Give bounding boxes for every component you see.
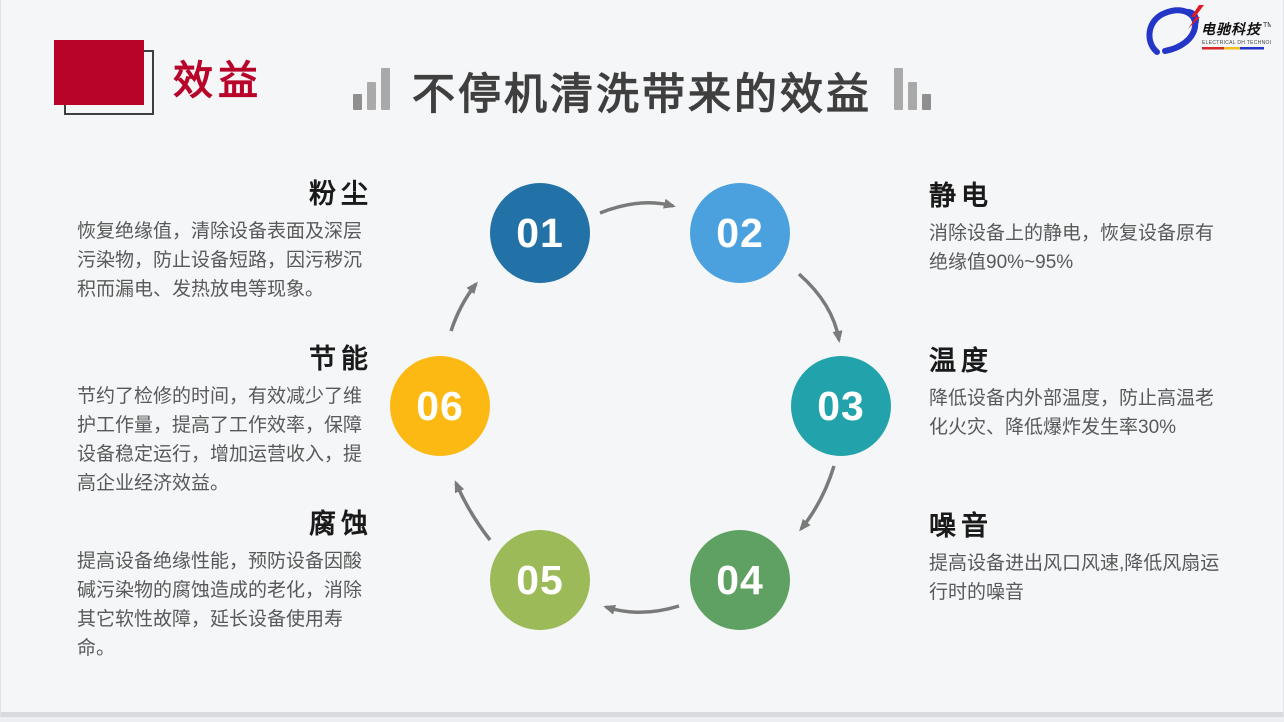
benefit-title: 腐蚀 — [309, 509, 373, 539]
company-logo: 电驰科技 TM ELECTRICAL DH TECHNOLOGY — [1143, 4, 1284, 60]
step-number: 06 — [416, 382, 464, 429]
benefit-energy-saving: 节能 节约了检修的时间，有效减少了维护工作量，提高了工作效率，保障设备稳定运行，… — [77, 343, 373, 498]
step-number: 05 — [516, 556, 564, 603]
cycle-step-06: 06 — [390, 356, 490, 456]
bar-small — [922, 94, 931, 110]
benefit-description: 节约了检修的时间，有效减少了维护工作量，提高了工作效率，保障设备稳定运行，增加运… — [77, 386, 363, 495]
cycle-step-04: 04 — [690, 530, 790, 630]
lightning-icon — [1188, 5, 1204, 29]
step-number: 02 — [716, 209, 764, 256]
bar-medium — [367, 82, 376, 110]
section-label: 效益 — [173, 59, 263, 103]
benefit-static: 静电 消除设备上的静电，恢复设备原有绝缘值90%~95% — [929, 180, 1229, 277]
arrow-05-06 — [454, 480, 492, 542]
logo-bar-yellow — [1224, 47, 1240, 50]
bars-right-icon — [894, 68, 931, 117]
logo-bar-blue — [1240, 47, 1264, 50]
title-row: 不停机清洗带来的效益 — [1, 68, 1283, 117]
arrow-06-01 — [449, 281, 478, 332]
cycle-step-01: 01 — [490, 183, 590, 283]
step-number: 01 — [516, 209, 564, 256]
benefit-title: 噪音 — [929, 511, 993, 541]
header-square-accent — [54, 40, 144, 105]
logo-subtitle: ELECTRICAL DH TECHNOLOGY — [1202, 40, 1271, 46]
benefit-description: 消除设备上的静电，恢复设备原有绝缘值90%~95% — [929, 223, 1215, 274]
logo-graphic: 电驰科技 TM ELECTRICAL DH TECHNOLOGY — [1146, 5, 1284, 55]
benefit-title: 节能 — [309, 344, 373, 374]
page-title: 不停机清洗带来的效益 — [412, 71, 872, 119]
benefit-description: 提高设备绝缘性能，预防设备因酸碱污染物的腐蚀造成的老化，消除其它软性故障，延长设… — [77, 551, 363, 660]
benefit-title: 粉尘 — [309, 179, 373, 209]
benefit-description: 降低设备内外部温度，防止高温老化火灾、降低爆炸发生率30% — [929, 388, 1215, 439]
bar-tall — [894, 68, 903, 110]
step-number: 03 — [817, 382, 865, 429]
logo-bar-red — [1202, 47, 1224, 50]
benefit-corrosion: 腐蚀 提高设备绝缘性能，预防设备因酸碱污染物的腐蚀造成的老化，消除其它软性故障，… — [77, 508, 373, 663]
logo-swoosh-icon — [1146, 7, 1199, 55]
bar-small — [353, 94, 362, 110]
logo-name-text: 电驰科技 — [1201, 21, 1262, 37]
arrow-04-05 — [603, 604, 680, 615]
bars-left-icon — [353, 68, 390, 117]
logo-tm: TM — [1263, 22, 1271, 29]
arrow-02-03 — [797, 272, 843, 343]
benefit-title: 静电 — [929, 181, 993, 211]
bar-medium — [908, 82, 917, 110]
arrow-01-02 — [599, 198, 676, 215]
slide-bottom-edge — [1, 712, 1283, 717]
cycle-step-02: 02 — [690, 183, 790, 283]
benefit-title: 温度 — [929, 346, 993, 376]
benefit-temperature: 温度 降低设备内外部温度，防止高温老化火灾、降低爆炸发生率30% — [929, 345, 1229, 442]
cycle-step-05: 05 — [490, 530, 590, 630]
benefit-dust: 粉尘 恢复绝缘值，清除设备表面及深层污染物，防止设备短路，因污秽沉积而漏电、发热… — [77, 178, 373, 304]
arrow-03-04 — [799, 465, 836, 532]
step-number: 04 — [716, 556, 764, 603]
benefit-description: 提高设备进出风口风速,降低风扇运行时的噪音 — [929, 553, 1220, 604]
benefit-noise: 噪音 提高设备进出风口风速,降低风扇运行时的噪音 — [929, 510, 1229, 607]
bar-tall — [381, 68, 390, 110]
cycle-step-03: 03 — [791, 356, 891, 456]
benefit-description: 恢复绝缘值，清除设备表面及深层污染物，防止设备短路，因污秽沉积而漏电、发热放电等… — [77, 221, 363, 301]
